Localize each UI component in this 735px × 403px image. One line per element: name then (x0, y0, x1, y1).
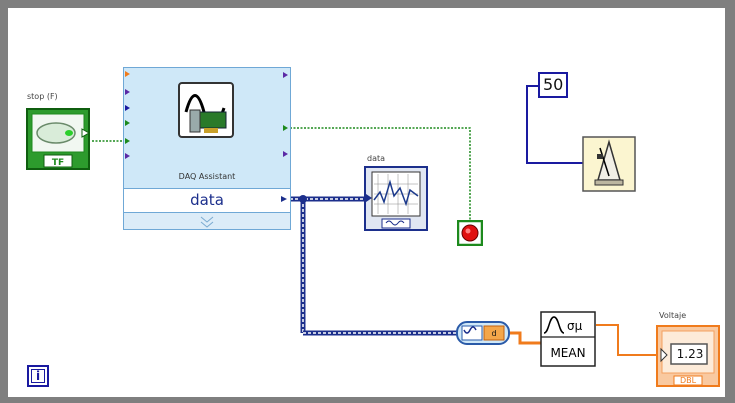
dynamic-data-wire[interactable] (290, 195, 458, 336)
daq-data-output[interactable]: data (190, 191, 224, 209)
wait-time-wire[interactable] (526, 85, 584, 164)
voltage-indicator[interactable] (656, 325, 720, 387)
iteration-text: i (31, 369, 45, 383)
voltage-type-text: DBL (679, 376, 697, 385)
mean-label: MEAN (550, 346, 585, 360)
stop-type-text: TF (52, 158, 64, 168)
stop-control-label: stop (F) (27, 92, 58, 101)
loop-condition-terminal[interactable] (456, 219, 484, 247)
convert-from-dynamic-data-node[interactable]: d (456, 321, 510, 345)
graph-indicator-label: data (367, 154, 386, 163)
stop-control[interactable]: TF (26, 108, 91, 170)
convert-glyph: d (491, 329, 496, 338)
wait-ms-function[interactable] (582, 136, 636, 192)
iteration-terminal[interactable]: i (27, 365, 49, 387)
mean-function[interactable]: σμ MEAN (540, 311, 596, 367)
dbl-wire-to-mean[interactable] (508, 331, 541, 345)
daq-status-wire[interactable] (290, 127, 471, 220)
daq-card-icon (178, 82, 234, 138)
waveform-graph-indicator[interactable] (364, 166, 428, 231)
voltage-value: 1.23 (676, 347, 704, 361)
mean-glyph: σμ (567, 319, 583, 333)
dbl-wire-to-indicator[interactable] (596, 324, 663, 356)
wait-time-constant[interactable]: 50 (538, 72, 568, 98)
daq-assistant-title: DAQ Assistant (178, 172, 236, 181)
voltage-indicator-label: Voltaje (659, 311, 687, 320)
